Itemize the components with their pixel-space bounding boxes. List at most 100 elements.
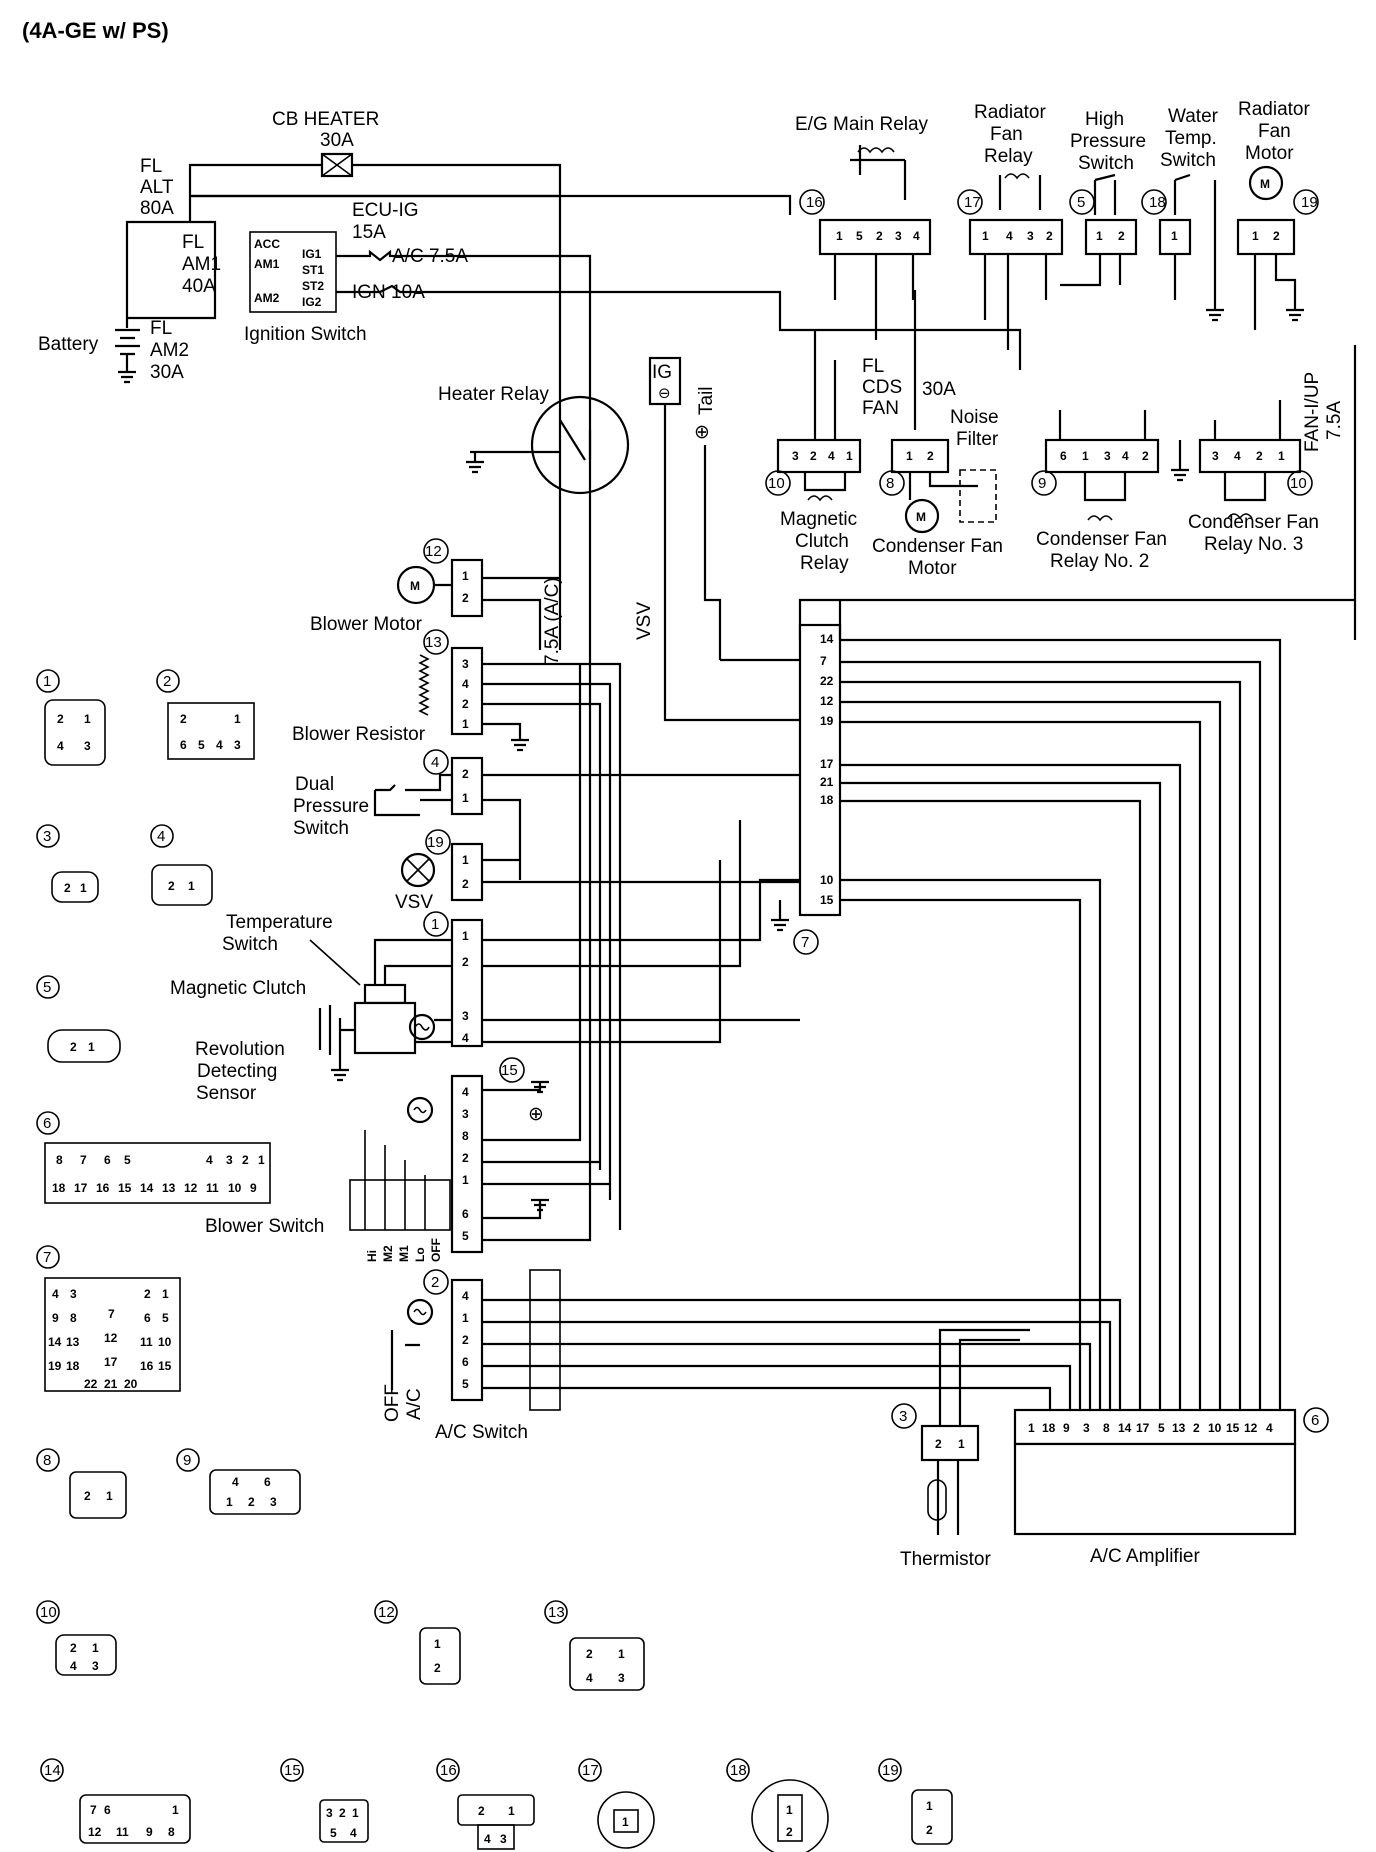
svg-text:1: 1	[88, 1040, 95, 1054]
fl-am1-label-2: AM1	[182, 254, 221, 275]
svg-text:3: 3	[1083, 1421, 1090, 1435]
ac-amplifier-body	[1013, 1442, 1297, 1536]
svg-text:6: 6	[462, 1207, 469, 1221]
svg-text:2: 2	[927, 449, 934, 463]
svg-text:5: 5	[856, 229, 863, 243]
svg-text:2: 2	[786, 1825, 793, 1839]
water-temp-switch: Water Temp. Switch 1 18	[1141, 106, 1224, 322]
svg-text:8: 8	[168, 1825, 175, 1839]
c18-connector	[1236, 218, 1296, 256]
svg-text:10: 10	[1290, 475, 1307, 492]
svg-text:12: 12	[1244, 1421, 1258, 1435]
svg-text:⊖: ⊖	[658, 385, 671, 402]
battery-symbol	[115, 328, 140, 356]
svg-text:16: 16	[140, 1359, 154, 1373]
svg-text:9: 9	[183, 1452, 191, 1469]
svg-text:2: 2	[434, 1661, 441, 1675]
svg-text:1: 1	[1096, 229, 1103, 243]
svg-text:18: 18	[66, 1359, 80, 1373]
svg-text:5: 5	[1158, 1421, 1165, 1435]
svg-text:7: 7	[90, 1803, 97, 1817]
ac-switch-junction	[529, 1269, 561, 1411]
svg-text:Condenser Fan: Condenser Fan	[872, 536, 1003, 557]
condenser-fan-relay-2: 6 1 3 4 2 9 Condenser Fan Relay No. 2	[1031, 410, 1167, 572]
tail-label: Tail	[696, 386, 717, 415]
heater-relay-symbol	[530, 395, 630, 495]
svg-text:Switch: Switch	[1078, 153, 1134, 174]
svg-text:M: M	[410, 579, 420, 593]
svg-text:6: 6	[43, 1115, 51, 1132]
svg-text:3: 3	[462, 657, 469, 671]
svg-text:19: 19	[427, 834, 444, 851]
svg-text:2: 2	[1046, 229, 1053, 243]
svg-text:1: 1	[84, 712, 91, 726]
svg-text:17: 17	[74, 1181, 88, 1195]
svg-text:17: 17	[1136, 1421, 1150, 1435]
svg-text:3: 3	[1212, 449, 1219, 463]
svg-text:Radiator: Radiator	[974, 102, 1046, 123]
c10a-connector	[776, 438, 862, 474]
svg-text:22: 22	[820, 674, 834, 688]
svg-text:Magnetic: Magnetic	[780, 509, 857, 530]
svg-text:19: 19	[882, 1762, 899, 1779]
svg-text:ST2: ST2	[302, 279, 324, 293]
svg-text:Fan: Fan	[1258, 121, 1291, 142]
svg-text:1: 1	[958, 1437, 965, 1451]
svg-text:2: 2	[810, 449, 817, 463]
svg-text:14: 14	[1118, 1421, 1132, 1435]
svg-text:OFF: OFF	[429, 1238, 443, 1262]
svg-text:IG1: IG1	[302, 247, 322, 261]
svg-text:8: 8	[462, 1129, 469, 1143]
svg-text:9: 9	[1038, 475, 1046, 492]
eg-main-relay: E/G Main Relay 1 5 2 3 4 16	[795, 114, 932, 340]
svg-text:10: 10	[158, 1335, 172, 1349]
connector-7: 14 7 22 12 19 17 21 18 10 15 7	[771, 600, 1357, 1410]
c1-connector	[450, 918, 484, 1048]
svg-text:6: 6	[1060, 449, 1067, 463]
svg-text:2: 2	[1142, 449, 1149, 463]
svg-text:2: 2	[462, 877, 469, 891]
svg-text:4: 4	[462, 1031, 469, 1045]
svg-text:7: 7	[43, 1249, 51, 1266]
svg-text:18: 18	[52, 1181, 66, 1195]
svg-text:Switch: Switch	[1160, 150, 1216, 171]
svg-text:Relay No. 2: Relay No. 2	[1050, 551, 1149, 572]
svg-text:1: 1	[462, 929, 469, 943]
svg-text:2: 2	[586, 1647, 593, 1661]
svg-text:5: 5	[162, 1311, 169, 1325]
svg-text:3: 3	[70, 1287, 77, 1301]
svg-text:4: 4	[462, 677, 469, 691]
fl-cds-fan-label-2: CDS	[862, 377, 902, 398]
c13-connector	[450, 646, 484, 736]
fan-fuse-label: FAN-I/UP	[1302, 372, 1323, 452]
c8-connector	[890, 438, 950, 474]
svg-text:Pressure: Pressure	[293, 796, 369, 817]
svg-text:11: 11	[206, 1181, 219, 1195]
battery-label: Battery	[38, 334, 99, 355]
fl-am2-label-3: 30A	[150, 362, 184, 383]
c12-connector	[450, 558, 484, 618]
radiator-fan-relay: Radiator Fan Relay 1 4 3 2 17	[957, 102, 1064, 350]
svg-text:Revolution: Revolution	[195, 1039, 285, 1060]
svg-text:2: 2	[876, 229, 883, 243]
svg-text:Condenser Fan: Condenser Fan	[1036, 529, 1167, 550]
svg-text:12: 12	[425, 543, 442, 560]
dual-pressure-switch: 2 1 4 Dual Pressure Switch	[293, 749, 800, 880]
svg-text:1: 1	[106, 1489, 113, 1503]
svg-text:15: 15	[1226, 1421, 1240, 1435]
svg-text:4: 4	[828, 449, 835, 463]
svg-text:IG2: IG2	[302, 295, 322, 309]
svg-text:1: 1	[162, 1287, 169, 1301]
svg-text:12: 12	[378, 1604, 395, 1621]
vsv-vertical-label: VSV	[634, 602, 655, 640]
svg-text:3: 3	[84, 739, 91, 753]
vsv: 1 2 19 VSV	[395, 829, 800, 913]
c19-connector	[450, 842, 484, 902]
fl-cds-fan-label-3: FAN	[862, 398, 899, 419]
svg-text:2: 2	[431, 1274, 439, 1291]
svg-text:3: 3	[899, 1408, 907, 1425]
svg-text:1: 1	[462, 853, 469, 867]
fl-alt-label-3: 80A	[140, 198, 174, 219]
svg-text:5: 5	[330, 1826, 337, 1840]
